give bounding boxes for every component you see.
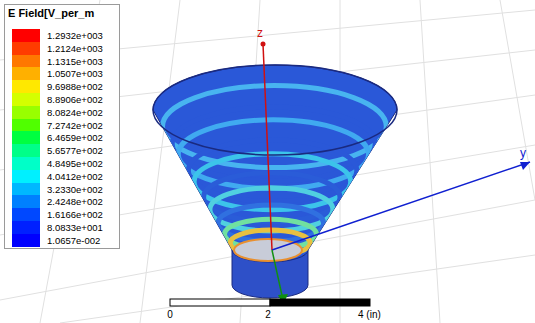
legend-value: 1.2124e+003 [47,43,103,54]
color-swatch [12,170,40,183]
legend-value: 8.0833e+001 [47,222,103,233]
coordinate-axes [261,42,531,306]
legend-value: 1.0657e-002 [47,235,100,246]
legend-value: 3.2330e+002 [47,184,103,195]
legend-title: E Field[V_per_m [8,7,94,19]
legend-value: 7.2742e+002 [47,120,103,131]
color-swatch [12,55,40,68]
legend-value: 8.8906e+002 [47,94,103,105]
legend-panel: E Field[V_per_m 1.2932e+003 1.2124e+003 1.1… [4,4,120,249]
legend-value: 4.0412e+002 [47,171,103,182]
axis-label: z [257,26,263,40]
color-swatch [12,29,40,42]
legend-value: 8.0824e+002 [47,107,103,118]
legend-value: 4.8495e+002 [47,158,103,169]
legend-value: 5.6577e+002 [47,145,103,156]
color-swatch [12,234,40,247]
color-swatch [12,208,40,221]
color-swatch [12,157,40,170]
axis-label: y [520,146,526,160]
scale-label: 2 [265,309,271,320]
color-swatch [12,221,40,234]
color-swatch [12,183,40,196]
scale-label: 0 [167,309,173,320]
legend-value: 9.6988e+002 [47,81,103,92]
color-swatch [12,131,40,144]
scale-bar [170,299,370,306]
color-swatch [12,42,40,55]
color-swatch [12,119,40,132]
legend-value: 2.4248e+002 [47,196,103,207]
color-swatch [12,144,40,157]
scale-label: 4 (in) [358,309,381,320]
legend-value: 1.2932e+003 [47,30,103,41]
legend-value: 1.1315e+003 [47,56,103,67]
color-swatch [12,195,40,208]
legend-value: 6.4659e+002 [47,132,103,143]
legend-value: 1.6166e+002 [47,209,103,220]
color-swatch [12,106,40,119]
legend-value: 1.0507e+003 [47,68,103,79]
color-swatch [12,67,40,80]
color-swatch [12,93,40,106]
color-swatch [12,80,40,93]
